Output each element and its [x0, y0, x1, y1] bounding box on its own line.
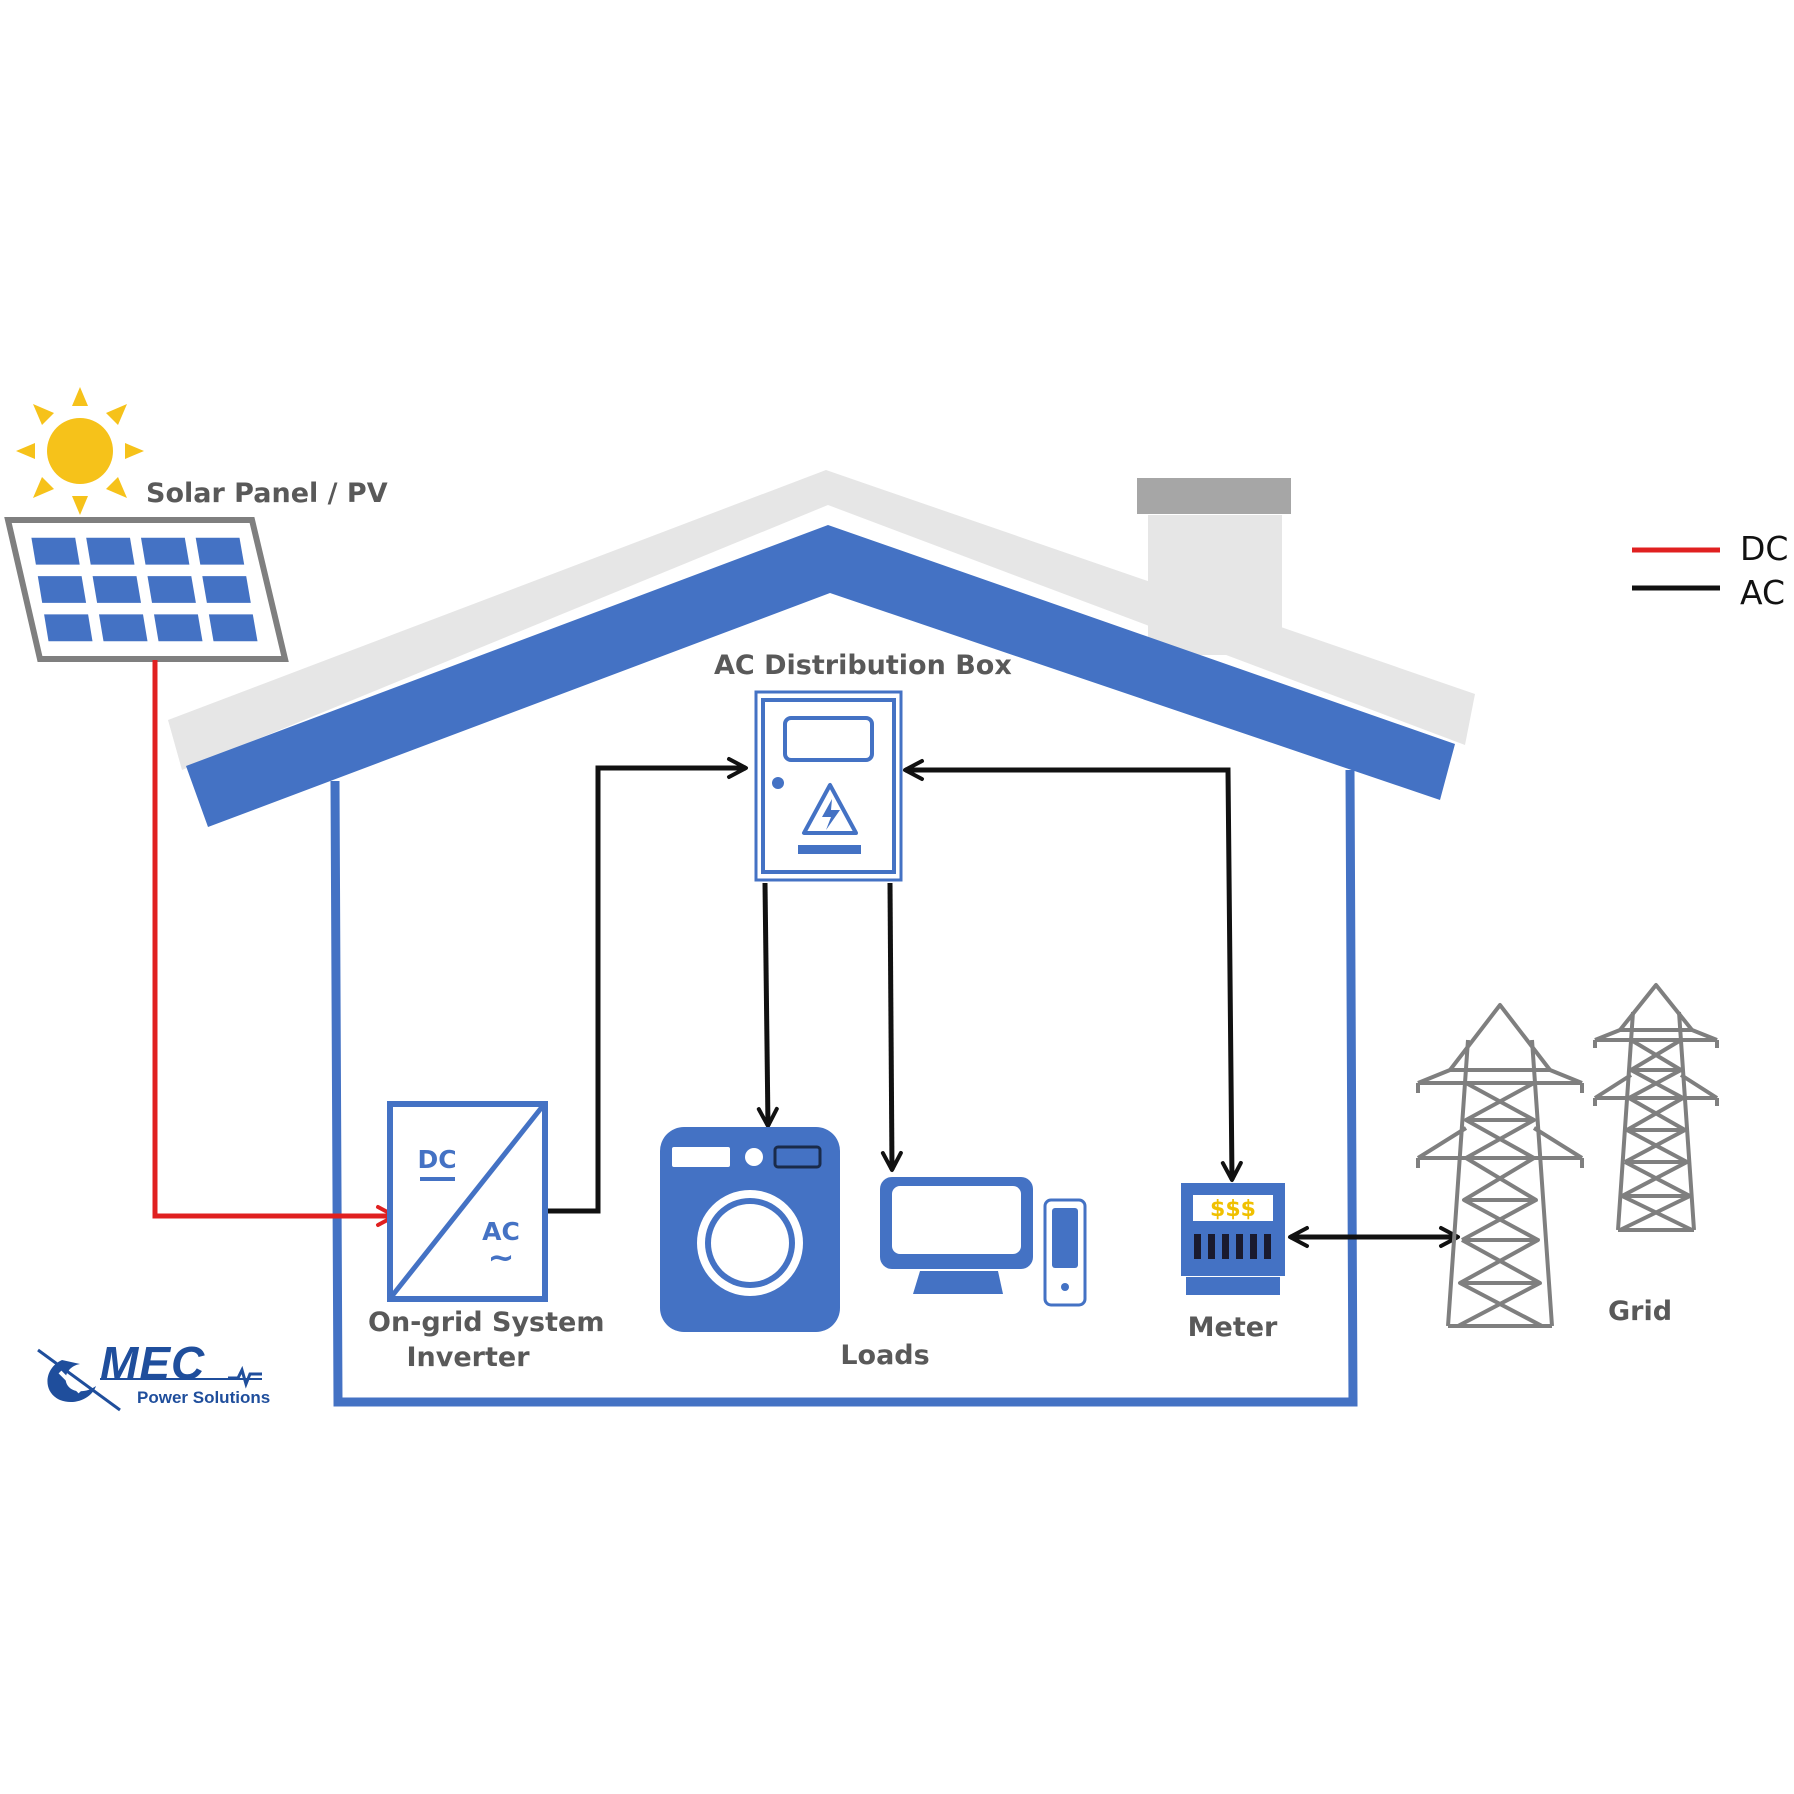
house-roof [168, 470, 1475, 827]
ac-line-distribution-to-washer [756, 882, 779, 1128]
ac-line-inverter-to-distribution [548, 757, 748, 1214]
meter-display-text: $$$ [1210, 1197, 1256, 1222]
logo-sub-text: Power Solutions [137, 1388, 271, 1407]
solar-panel-icon [4, 517, 289, 662]
solar-cell [147, 576, 196, 603]
inverter-dc-text: DC [417, 1145, 456, 1174]
solar-cell [37, 576, 87, 603]
computer-icon [880, 1177, 1087, 1307]
inverter-label-line1: On-grid System [368, 1307, 605, 1338]
solar-panel-label: Solar Panel / PV [146, 478, 388, 509]
solar-cell [195, 537, 245, 565]
solar-cell [31, 537, 80, 565]
house-walls [330, 769, 1358, 1407]
meter-label: Meter [1187, 1312, 1278, 1343]
inverter-icon: DC AC ~ [387, 1101, 548, 1302]
solar-cell [99, 614, 148, 642]
logo-brand-text: MEC [100, 1337, 206, 1389]
distribution-box-label: AC Distribution Box [714, 650, 1012, 681]
solar-cell [92, 576, 141, 603]
inverter-label: On-grid System Inverter [368, 1305, 605, 1375]
inverter-label-line2: Inverter [406, 1342, 530, 1373]
transmission-tower-icon [1593, 983, 1719, 1232]
mec-logo-icon [37, 1348, 262, 1412]
loads-label: Loads [840, 1340, 930, 1371]
transmission-tower-icon [1416, 1003, 1584, 1328]
solar-cell [208, 614, 258, 642]
solar-cell [86, 537, 135, 565]
solar-cell [154, 614, 203, 642]
legend-dc-label: DC [1740, 529, 1789, 568]
solar-cell [44, 614, 93, 642]
washing-machine-icon [660, 1127, 840, 1332]
solar-cell [202, 576, 251, 603]
ac-line-distribution-to-computer [880, 882, 903, 1172]
ac-distribution-box-icon [754, 690, 903, 882]
grid-label: Grid [1607, 1296, 1673, 1327]
solar-cell [141, 537, 190, 565]
sun-icon [16, 387, 144, 515]
inverter-ac-text: AC [482, 1217, 520, 1246]
meter-icon: $$$ [1181, 1183, 1285, 1295]
dc-connection-line [152, 660, 397, 1227]
inverter-wave-symbol: ~ [488, 1238, 515, 1276]
legend-ac-label: AC [1740, 573, 1786, 612]
ac-line-distribution-meter [903, 759, 1243, 1182]
